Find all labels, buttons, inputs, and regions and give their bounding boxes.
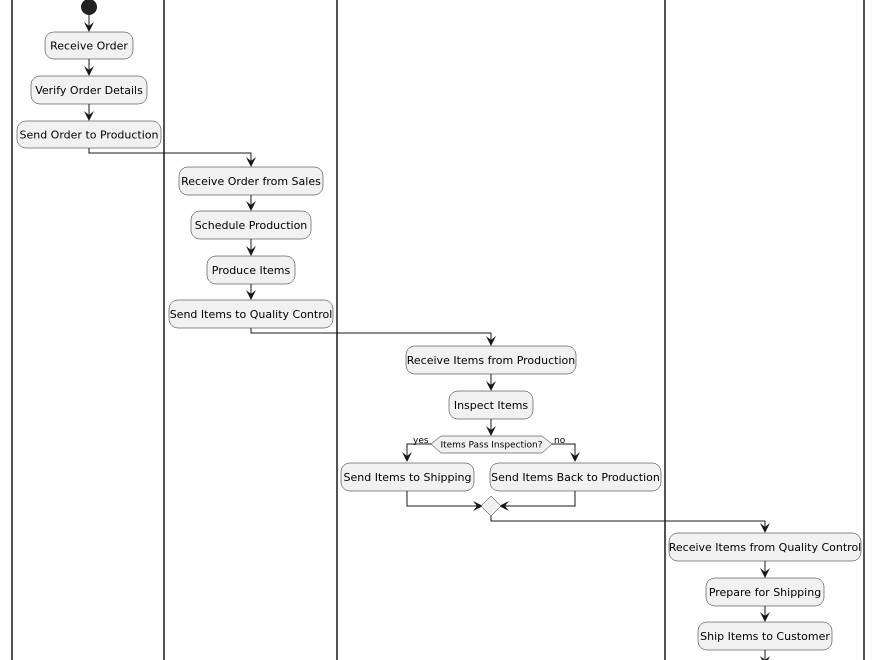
activity-receive-items-from-production: Receive Items from Production	[405, 345, 577, 375]
activity-receive-items-from-quality-control: Receive Items from Quality Control	[668, 532, 862, 562]
activity-schedule-production: Schedule Production	[190, 210, 312, 240]
activity-verify-order-details: Verify Order Details	[30, 75, 148, 105]
svg-text:Send Items to Shipping: Send Items to Shipping	[344, 471, 472, 484]
activity-produce-items: Produce Items	[206, 255, 296, 285]
svg-text:Verify Order Details: Verify Order Details	[35, 84, 143, 97]
svg-text:Produce Items: Produce Items	[212, 264, 291, 277]
edges	[88, 15, 766, 660]
activity-ship-items-to-customer: Ship Items to Customer	[697, 621, 833, 651]
activity-send-items-to-shipping: Send Items to Shipping	[340, 462, 475, 492]
svg-text:Receive Items from Quality Con: Receive Items from Quality Control	[669, 541, 862, 554]
activity-inspect-items: Inspect Items	[448, 390, 534, 420]
arrowheads	[84, 22, 770, 660]
svg-text:Send Items Back to Production: Send Items Back to Production	[491, 471, 660, 484]
svg-text:Inspect Items: Inspect Items	[454, 399, 529, 412]
activity-send-items-back-to-production: Send Items Back to Production	[489, 462, 662, 492]
decision-items-pass-inspection: Items Pass Inspection?	[430, 435, 553, 454]
svg-text:Send Order to Production: Send Order to Production	[19, 129, 158, 142]
activity-receive-order: Receive Order	[44, 31, 134, 60]
svg-text:Items Pass Inspection?: Items Pass Inspection?	[440, 441, 542, 451]
activity-send-order-to-production: Send Order to Production	[16, 120, 162, 149]
svg-text:Send Items to Quality Control: Send Items to Quality Control	[170, 308, 333, 321]
svg-text:Receive Order: Receive Order	[50, 40, 128, 53]
svg-text:Receive Items from Production: Receive Items from Production	[407, 354, 575, 367]
svg-text:Schedule Production: Schedule Production	[195, 219, 308, 232]
activity-send-items-to-quality-control: Send Items to Quality Control	[168, 299, 334, 329]
svg-text:Receive Order from Sales: Receive Order from Sales	[181, 175, 321, 188]
decision-yes-label: yes	[413, 436, 429, 446]
merge-node	[480, 495, 502, 517]
start-node	[81, 0, 97, 15]
svg-text:Ship Items to Customer: Ship Items to Customer	[700, 630, 830, 643]
svg-text:Prepare for Shipping: Prepare for Shipping	[709, 586, 821, 599]
activity-prepare-for-shipping: Prepare for Shipping	[705, 577, 825, 607]
activity-receive-order-from-sales: Receive Order from Sales	[178, 166, 324, 196]
decision-no-label: no	[554, 436, 566, 446]
